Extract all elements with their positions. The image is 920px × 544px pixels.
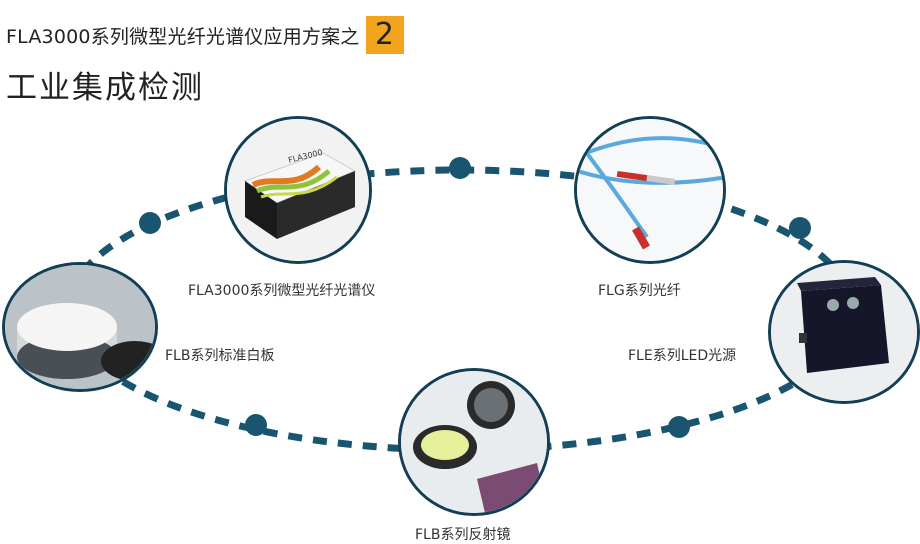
led-source-image: [768, 260, 920, 404]
spectrometer-label: FLA3000系列微型光纤光谱仪: [188, 283, 376, 299]
mirror-label: FLB系列反射镜: [415, 527, 511, 543]
whiteboard-label: FLB系列标准白板: [165, 348, 275, 364]
page-title: 工业集成检测: [6, 70, 204, 106]
led-source-label: FLE系列LED光源: [628, 348, 737, 364]
spectrometer-image: FLA3000: [224, 116, 372, 264]
fiber-label: FLG系列光纤: [598, 283, 681, 299]
mirror-image: [398, 368, 550, 516]
ring-dot: [789, 217, 811, 239]
ring-dot: [449, 157, 471, 179]
number-badge: 2: [365, 16, 404, 54]
whiteboard-image: [2, 262, 158, 392]
subtitle-text: FLA3000系列微型光纤光谱仪应用方案之: [6, 25, 360, 48]
ring-dot: [245, 414, 267, 436]
fiber-image: [574, 116, 726, 264]
ring-dot: [139, 212, 161, 234]
subtitle: FLA3000系列微型光纤光谱仪应用方案之 2: [6, 16, 404, 54]
ring-dot: [668, 416, 690, 438]
